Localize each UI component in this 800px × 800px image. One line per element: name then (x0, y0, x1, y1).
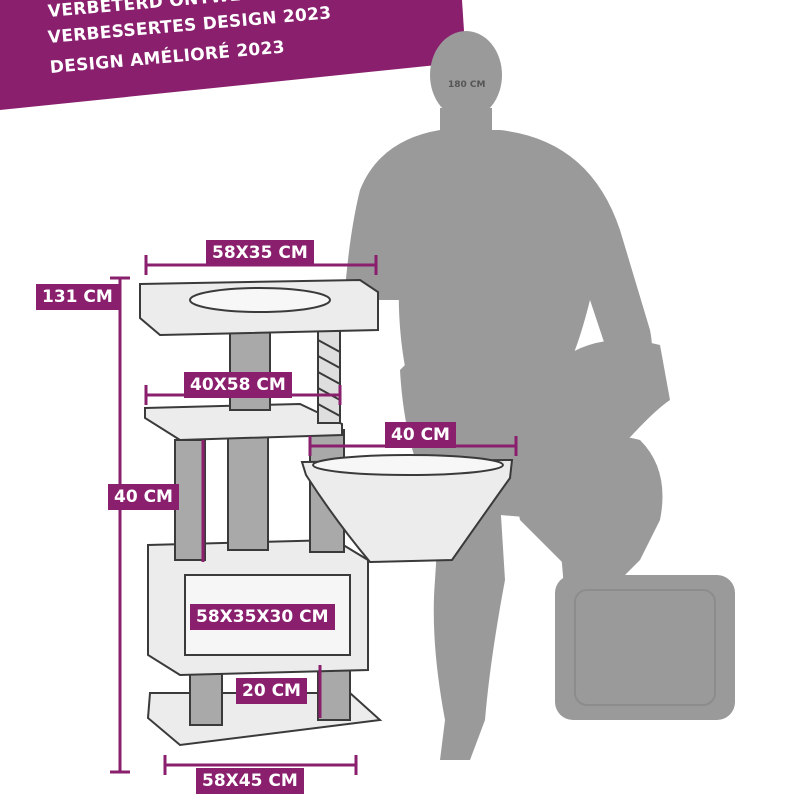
dimension-cave: 58X35X30 CM (190, 604, 335, 630)
person-height-label: 180 CM (448, 80, 486, 90)
dimension-top-platform: 58X35 CM (206, 240, 314, 266)
ottoman (555, 575, 735, 720)
dimension-middle-platform: 40X58 CM (184, 372, 292, 398)
dimension-lower-post: 20 CM (236, 678, 307, 704)
dimension-post-height: 40 CM (108, 484, 179, 510)
dimension-base: 58X45 CM (196, 768, 304, 794)
dimension-hammock: 40 CM (385, 422, 456, 448)
dimension-total-height: 131 CM (36, 284, 119, 310)
cat-tree (139, 278, 514, 747)
